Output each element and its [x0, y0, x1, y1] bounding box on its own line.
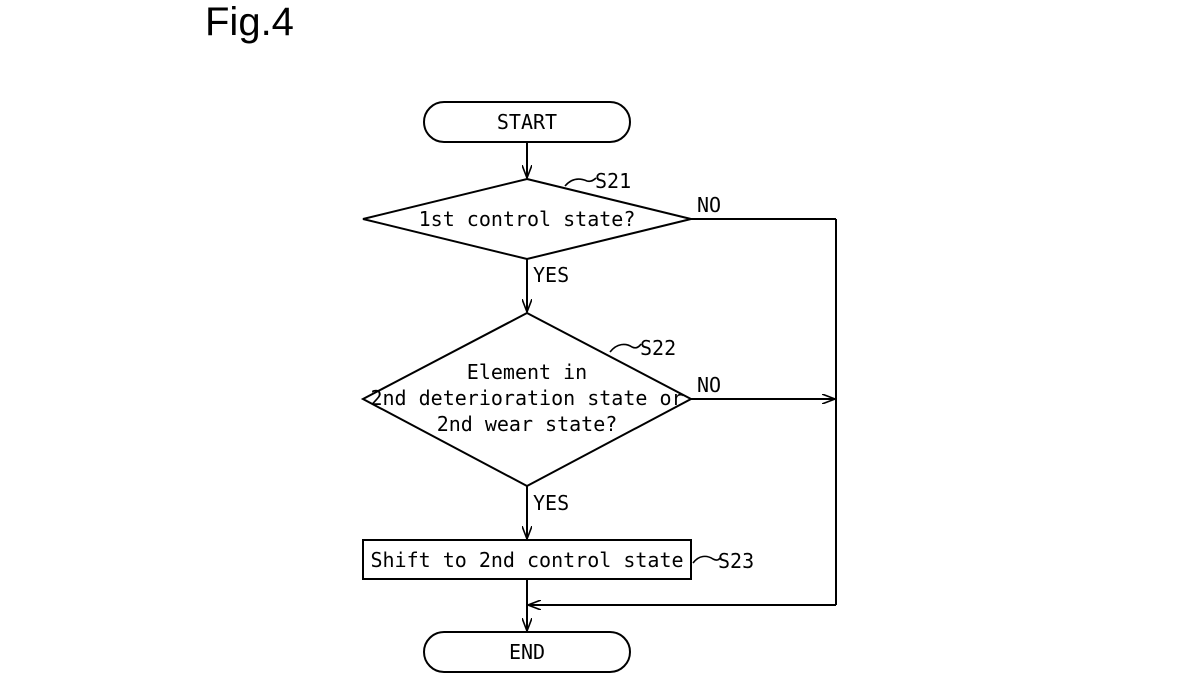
branch-label-s22-yes: YES [533, 491, 569, 515]
branch-label-s22-no: NO [697, 373, 721, 397]
decision-s21-text: 1st control state? [419, 207, 636, 231]
step-label-s23-leader [692, 555, 722, 564]
decision-s22-text-line1: Element in [467, 360, 587, 384]
step-label-s22-leader [609, 343, 642, 353]
step-label-s21: S21 [595, 169, 631, 193]
end-terminal [423, 631, 631, 673]
end-text: END [509, 640, 545, 664]
figure-title: Fig.4 [205, 0, 294, 44]
start-text: START [497, 110, 557, 134]
process-s23-text: Shift to 2nd control state [370, 548, 683, 572]
step-label-s21-leader [564, 177, 597, 187]
decision-s22-text-line3: 2nd wear state? [437, 412, 618, 436]
decision-s22-text-line2: 2nd deterioration state or [370, 386, 683, 410]
branch-label-s21-no: NO [697, 193, 721, 217]
step-label-s23: S23 [718, 549, 754, 573]
step-label-s22: S22 [640, 336, 676, 360]
branch-label-s21-yes: YES [533, 263, 569, 287]
